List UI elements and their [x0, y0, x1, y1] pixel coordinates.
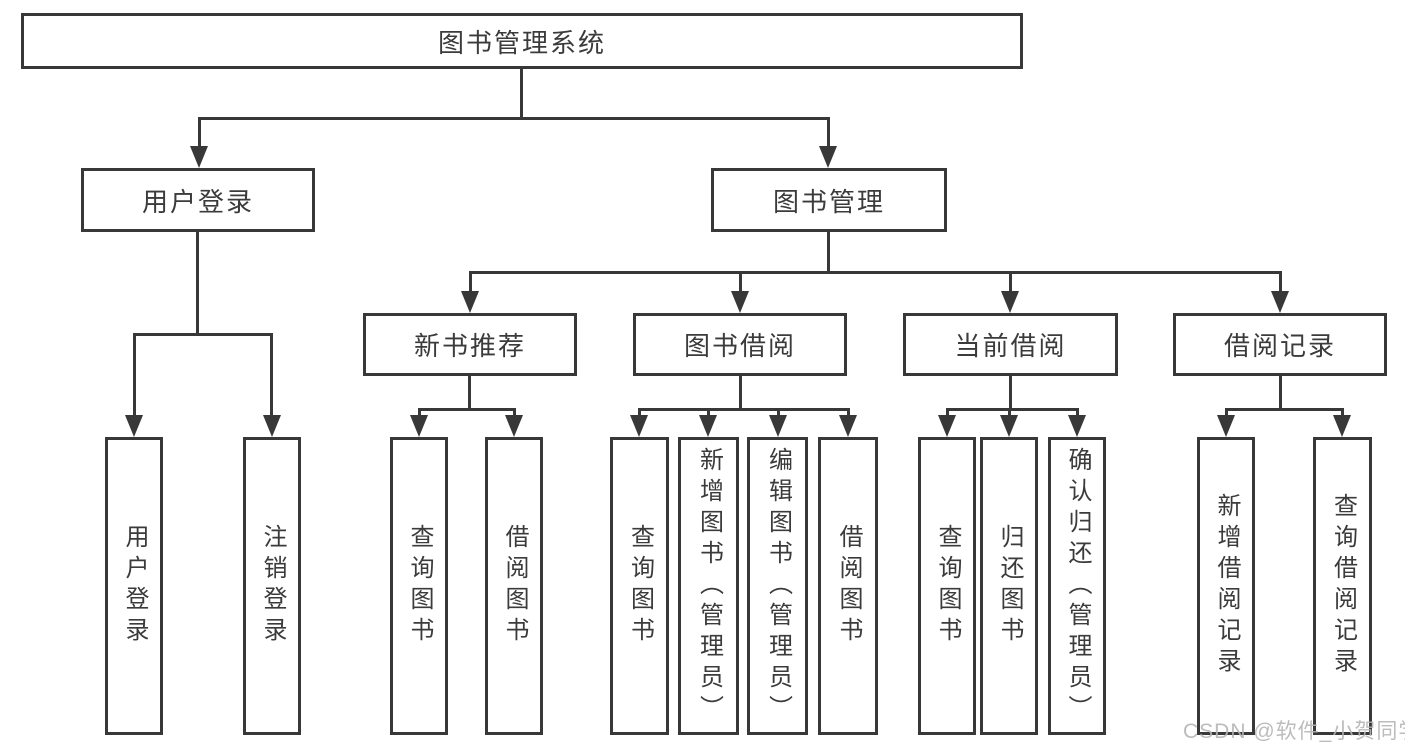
- edge-to-records: [1279, 271, 1282, 295]
- arrowhead-borrowing: [731, 291, 749, 313]
- leaf-add-borrow-record: 新增借阅记录: [1197, 437, 1255, 735]
- arrowhead-leaf-login: [125, 415, 143, 437]
- edge-records-stub-1: [1225, 408, 1228, 418]
- edge-records-span: [1225, 408, 1344, 411]
- edge-current-stub-2: [1008, 408, 1011, 418]
- edge-records-drop: [1279, 376, 1282, 411]
- node-user-login: 用户登录: [81, 168, 315, 232]
- arrowhead-records-1: [1217, 415, 1235, 437]
- edge-root-span: [198, 117, 830, 120]
- arrowhead-book-management: [819, 146, 837, 168]
- edge-current-span: [946, 408, 1079, 411]
- edge-current-stub-3: [1076, 408, 1079, 418]
- edge-newbook-drop: [468, 376, 471, 411]
- node-library-system-root: 图书管理系统: [21, 13, 1023, 69]
- edge-to-leaf-logout: [270, 333, 273, 417]
- node-current-borrowing: 当前借阅: [903, 313, 1118, 376]
- edge-current-stub-1: [946, 408, 949, 418]
- leaf-user-login: 用户登录: [105, 437, 163, 735]
- edge-borrowing-span: [638, 408, 850, 411]
- edge-to-new-book: [469, 271, 472, 295]
- node-borrowing-records: 借阅记录: [1173, 313, 1387, 376]
- edge-borrowing-stub-3: [777, 408, 780, 418]
- arrowhead-borrowing-1: [630, 415, 648, 437]
- edge-newbook-span: [418, 408, 516, 411]
- arrowhead-newbook-2: [505, 415, 523, 437]
- arrowhead-leaf-logout: [263, 415, 281, 437]
- edge-to-user-login: [198, 117, 201, 149]
- edge-borrowing-drop: [739, 376, 742, 411]
- node-book-management: 图书管理: [711, 168, 947, 232]
- arrowhead-current-3: [1068, 415, 1086, 437]
- leaf-add-books-admin: 新增图书（管理员）: [678, 437, 739, 735]
- node-book-borrowing: 图书借阅: [633, 313, 847, 376]
- edge-root-drop: [520, 69, 523, 120]
- arrowhead-borrowing-2: [699, 415, 717, 437]
- leaf-borrow-books-borrowing: 借阅图书: [818, 437, 878, 735]
- arrowhead-newbook-1: [410, 415, 428, 437]
- leaf-borrow-books-recommend: 借阅图书: [485, 437, 543, 735]
- arrowhead-new-book: [461, 291, 479, 313]
- edge-mgmt-span: [469, 271, 1282, 274]
- edge-borrowing-stub-4: [847, 408, 850, 418]
- edge-newbook-stub-2: [513, 408, 516, 418]
- arrowhead-current-2: [1000, 415, 1018, 437]
- edge-to-borrowing: [739, 271, 742, 295]
- edge-current-drop: [1009, 376, 1012, 411]
- edge-to-leaf-login: [133, 333, 136, 417]
- edge-to-book-management: [827, 117, 830, 149]
- leaf-return-books: 归还图书: [980, 437, 1038, 735]
- edge-borrowing-stub-1: [638, 408, 641, 418]
- edge-to-current: [1009, 271, 1012, 295]
- arrowhead-records: [1271, 291, 1289, 313]
- edge-newbook-stub-1: [418, 408, 421, 418]
- edge-user-drop: [196, 232, 199, 336]
- leaf-query-books-current: 查询图书: [918, 437, 976, 735]
- leaf-query-books-recommend: 查询图书: [390, 437, 448, 735]
- leaf-logout: 注销登录: [243, 437, 301, 735]
- arrowhead-borrowing-3: [769, 415, 787, 437]
- edge-records-stub-2: [1341, 408, 1344, 418]
- arrowhead-user-login: [190, 146, 208, 168]
- edge-mgmt-drop: [827, 232, 830, 274]
- leaf-edit-books-admin: 编辑图书（管理员）: [747, 437, 808, 735]
- arrowhead-current: [1001, 291, 1019, 313]
- node-new-book-recommendation: 新书推荐: [363, 313, 577, 376]
- edge-user-span: [133, 333, 273, 336]
- leaf-query-books-borrowing: 查询图书: [610, 437, 669, 735]
- leaf-query-borrow-record: 查询借阅记录: [1313, 437, 1372, 735]
- arrowhead-records-2: [1333, 415, 1351, 437]
- leaf-confirm-return-admin: 确认归还（管理员）: [1048, 437, 1106, 735]
- arrowhead-borrowing-4: [839, 415, 857, 437]
- arrowhead-current-1: [938, 415, 956, 437]
- edge-borrowing-stub-2: [707, 408, 710, 418]
- csdn-watermark: CSDN @软件_小贺同学: [1183, 720, 1405, 743]
